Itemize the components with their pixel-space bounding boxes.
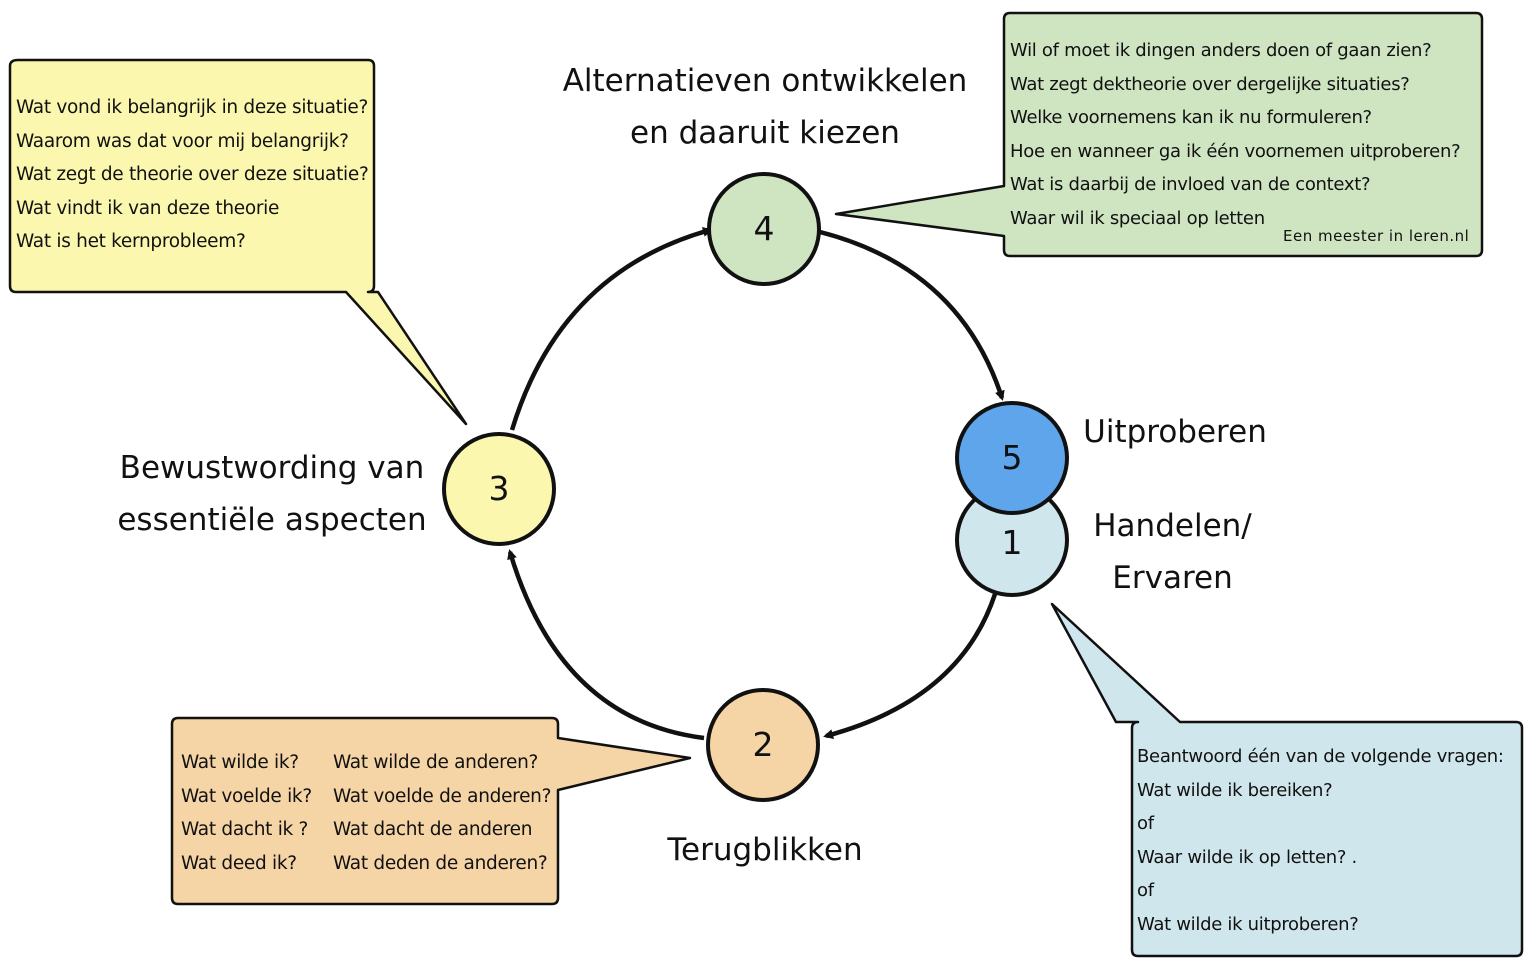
arc-4-to-5	[819, 229, 1005, 401]
node-4-circle	[707, 172, 821, 286]
arc-3-to-4	[509, 227, 713, 431]
orange-right-line-3: Wat dacht de anderen	[333, 819, 533, 841]
orange-left-line-3: Wat dacht ik ?	[181, 819, 309, 841]
node-4-number: 4	[753, 209, 775, 248]
node-2-circle	[706, 688, 820, 802]
orange-right-line-2: Wat voelde de anderen?	[333, 785, 552, 807]
blue-speech-bubble	[1050, 602, 1524, 958]
stage-1-label: Handelen/ Ervaren	[1080, 500, 1265, 604]
yellow-line-3: Wat zegt de theorie over deze situatie?	[16, 164, 369, 186]
stage-1-label-line1: Handelen/	[1093, 508, 1252, 544]
node-5-circle	[955, 401, 1069, 515]
node-5-number: 5	[1001, 438, 1023, 477]
stage-2-label: Terugblikken	[667, 832, 863, 868]
blue-line-1: Beantwoord één van de volgende vragen:	[1137, 746, 1504, 767]
node-1-number: 1	[1001, 523, 1023, 562]
stage-3-label: Bewustwording van essentiële aspecten	[112, 442, 432, 546]
blue-line-4: Waar wilde ik op letten? .	[1137, 846, 1357, 868]
yellow-line-4: Wat vindt ik van deze theorie	[16, 197, 280, 219]
green-line-6: Waar wil ik speciaal op letten	[1010, 207, 1265, 229]
green-line-3: Welke voornemens kan ik nu formuleren?	[1010, 107, 1372, 129]
stage-5-label: Uitproberen	[1083, 414, 1267, 450]
node-3-number: 3	[488, 469, 510, 508]
orange-left-line-2: Wat voelde ik?	[181, 785, 312, 807]
orange-left-line-4: Wat deed ik?	[181, 852, 297, 874]
node-3-circle	[442, 432, 556, 546]
green-line-4: Hoe en wanneer ga ik één voornemen uitpr…	[1010, 140, 1461, 162]
node-2-number: 2	[752, 725, 774, 764]
yellow-speech-bubble	[8, 58, 468, 426]
green-speech-bubble	[834, 11, 1484, 258]
stage-4-label-line1: Alternatieven ontwikkelen	[562, 63, 968, 99]
arc-1-to-2	[823, 593, 998, 740]
blue-line-6: Wat wilde ik uitproberen?	[1137, 913, 1359, 935]
blue-line-5: of	[1137, 880, 1154, 902]
credit-text: Een meester in leren.nl	[1283, 227, 1470, 245]
yellow-line-5: Wat is het kernprobleem?	[16, 231, 246, 253]
yellow-line-2: Waarom was dat voor mij belangrijk?	[16, 130, 349, 152]
green-line-5: Wat is daarbij de invloed van de context…	[1010, 174, 1371, 196]
green-line-1: Wil of moet ik dingen anders doen of gaa…	[1010, 40, 1432, 61]
orange-left-line-1: Wat wilde ik?	[181, 752, 299, 773]
stage-1-label-line2: Ervaren	[1112, 560, 1233, 596]
yellow-line-1: Wat vond ik belangrijk in deze situatie?	[16, 97, 369, 118]
orange-bubble-right-text: Wat wilde de anderen? Wat voelde de ande…	[333, 746, 551, 880]
blue-line-2: Wat wilde ik bereiken?	[1137, 779, 1333, 801]
arc-2-to-3	[507, 549, 705, 741]
orange-right-line-1: Wat wilde de anderen?	[333, 752, 539, 773]
green-bubble-text: Wil of moet ik dingen anders doen of gaa…	[1010, 34, 1461, 236]
stage-3-label-line2: essentiële aspecten	[117, 502, 427, 538]
orange-bubble-left-text: Wat wilde ik? Wat voelde ik? Wat dacht i…	[181, 746, 312, 880]
blue-bubble-text: Beantwoord één van de volgende vragen: W…	[1137, 740, 1504, 942]
green-line-2: Wat zegt dektheorie over dergelijke situ…	[1010, 73, 1410, 95]
orange-right-line-4: Wat deden de anderen?	[333, 852, 548, 874]
stage-4-label: Alternatieven ontwikkelen en daaruit kie…	[560, 55, 970, 159]
blue-line-3: of	[1137, 813, 1154, 835]
stage-4-label-line2: en daaruit kiezen	[630, 115, 900, 151]
yellow-bubble-text: Wat vond ik belangrijk in deze situatie?…	[16, 91, 369, 259]
orange-speech-bubble	[170, 716, 692, 906]
stage-3-label-line1: Bewustwording van	[119, 450, 425, 486]
